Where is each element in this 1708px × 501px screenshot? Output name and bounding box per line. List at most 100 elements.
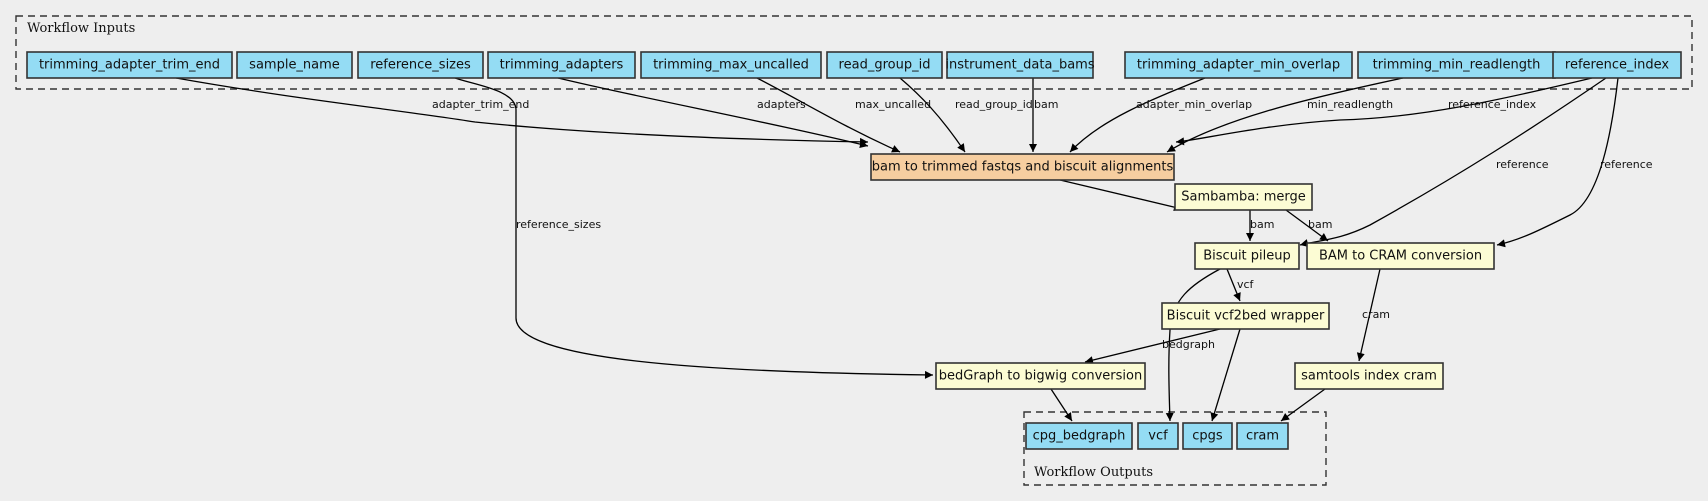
edge-reference-index-to-bam-to-cram: reference	[1496, 77, 1653, 248]
workflow-outputs-cluster: Workflow Outputs	[1023, 411, 1327, 486]
node-box	[487, 51, 636, 79]
edge-label: bam	[1250, 218, 1274, 231]
edge-line	[175, 77, 869, 146]
node-box	[935, 362, 1146, 390]
node-cpg-bedgraph[interactable]: cpg_bedgraph	[1025, 422, 1133, 450]
edge-label: bam	[1034, 98, 1058, 111]
edge-line	[1165, 268, 1221, 422]
node-box	[1357, 51, 1556, 79]
edge-pileup-to-vcf2bed: vcf	[1226, 268, 1255, 302]
node-box	[26, 51, 233, 79]
edge-merge-to-pileup: bam	[1246, 210, 1274, 241]
node-label: cram	[1246, 429, 1279, 444]
node-trimming-adapter-trim-end[interactable]: trimming_adapter_trim_end	[26, 51, 233, 79]
node-read-group-id[interactable]: read_group_id	[826, 51, 943, 79]
node-bam-to-cram[interactable]: BAM to CRAM conversion	[1306, 242, 1495, 270]
node-trimming-max-uncalled[interactable]: trimming_max_uncalled	[640, 51, 822, 79]
edge-label: adapter_min_overlap	[1136, 98, 1252, 111]
edge-label: bam	[1308, 218, 1332, 231]
node-index-cram[interactable]: samtools index cram	[1294, 362, 1444, 390]
edge-pileup-to-vcf	[1165, 268, 1221, 422]
node-cram[interactable]: cram	[1236, 422, 1289, 450]
edge-bedgraph-to-bigwig-to-cpg-bedgraph	[1050, 388, 1073, 422]
node-box	[1174, 183, 1313, 211]
edge-line	[1175, 77, 1593, 146]
workflow-outputs-label: Workflow Outputs	[1034, 465, 1153, 480]
edge-label: vcf	[1237, 278, 1255, 291]
edge-line	[1059, 179, 1183, 212]
node-reference-index[interactable]: reference_index	[1552, 51, 1682, 79]
edge-label: reference	[1600, 158, 1653, 171]
edge-line	[1069, 77, 1206, 153]
node-box	[1161, 302, 1330, 330]
edge-trimming-adapters-to-bam-to-trimmed: adapters	[557, 77, 869, 149]
node-reference-sizes[interactable]: reference_sizes	[357, 51, 484, 79]
edge-label: read_group_id	[955, 98, 1033, 111]
node-label: bam to trimmed fastqs and biscuit alignm…	[872, 160, 1174, 175]
node-box	[870, 153, 1175, 181]
node-label: BAM to CRAM conversion	[1319, 249, 1482, 264]
node-vcf[interactable]: vcf	[1137, 422, 1179, 450]
node-label: samtools index cram	[1301, 369, 1437, 384]
edge-line	[899, 77, 966, 153]
edge-read-group-id-to-bam-to-trimmed: read_group_id	[899, 77, 1033, 153]
node-label: reference_sizes	[370, 58, 471, 73]
node-sample-name[interactable]: sample_name	[236, 51, 353, 79]
node-label: vcf	[1148, 429, 1168, 444]
node-box	[946, 51, 1094, 79]
node-box	[1182, 422, 1233, 450]
edge-line	[1356, 268, 1381, 362]
edge-reference-sizes-to-bedgraph-to-bigwig: reference_sizes	[454, 77, 934, 379]
node-trimming-adapter-min-overlap[interactable]: trimming_adapter_min_overlap	[1124, 51, 1353, 79]
node-label: trimming_min_readlength	[1373, 58, 1541, 73]
node-box	[1552, 51, 1682, 79]
node-box	[1294, 362, 1444, 390]
node-pileup[interactable]: Biscuit pileup	[1194, 242, 1300, 270]
node-box	[1306, 242, 1495, 270]
workflow-inputs-cluster: Workflow Inputs	[15, 15, 1693, 90]
node-label: trimming_adapters	[500, 58, 624, 73]
node-trimming-min-readlength[interactable]: trimming_min_readlength	[1357, 51, 1556, 79]
node-label: instrument_data_bams	[945, 58, 1094, 73]
node-instrument-data-bams[interactable]: instrument_data_bams	[945, 51, 1095, 79]
edge-line	[1496, 77, 1619, 248]
node-cpgs[interactable]: cpgs	[1182, 422, 1233, 450]
node-vcf2bed[interactable]: Biscuit vcf2bed wrapper	[1161, 302, 1330, 330]
node-box	[236, 51, 353, 79]
edge-line	[454, 77, 934, 379]
node-bam-to-trimmed[interactable]: bam to trimmed fastqs and biscuit alignm…	[870, 153, 1175, 181]
node-bedgraph-to-bigwig[interactable]: bedGraph to bigwig conversion	[935, 362, 1146, 390]
edge-line	[1226, 268, 1241, 302]
edge-vcf2bed-to-bedgraph-to-bigwig: bedgraph	[1084, 328, 1221, 364]
edge-label: reference	[1496, 158, 1549, 171]
node-label: cpg_bedgraph	[1033, 429, 1126, 444]
edge-line	[557, 77, 869, 149]
workflow-inputs-label: Workflow Inputs	[27, 21, 135, 36]
node-label: cpgs	[1192, 429, 1223, 444]
edge-instrument-data-bams-to-bam-to-trimmed: bam	[1029, 78, 1058, 152]
node-box	[1194, 242, 1300, 270]
edge-label: adapters	[757, 98, 806, 111]
node-label: bedGraph to bigwig conversion	[939, 369, 1142, 384]
node-label: sample_name	[249, 58, 340, 73]
edge-label: cram	[1362, 308, 1390, 321]
edge-trimming-max-uncalled-to-bam-to-trimmed: max_uncalled	[756, 77, 931, 153]
edge-line	[1280, 388, 1326, 422]
edge-label: reference_sizes	[516, 218, 601, 231]
node-label: trimming_adapter_min_overlap	[1137, 58, 1340, 73]
edge-trimming-adapter-trim-end-to-bam-to-trimmed: adapter_trim_end	[175, 77, 869, 146]
node-label: trimming_max_uncalled	[653, 58, 809, 73]
node-trimming-adapters[interactable]: trimming_adapters	[487, 51, 636, 79]
node-box	[357, 51, 484, 79]
node-merge[interactable]: Sambamba: merge	[1174, 183, 1313, 211]
edge-label: adapter_trim_end	[432, 98, 529, 111]
edge-line	[1285, 209, 1329, 242]
node-box	[1124, 51, 1353, 79]
edge-vcf2bed-to-cpgs	[1210, 328, 1241, 422]
edge-bam-to-cram-to-index-cram: cram	[1356, 268, 1390, 362]
node-box	[1025, 422, 1133, 450]
edge-line	[1084, 328, 1221, 364]
node-label: Sambamba: merge	[1181, 190, 1306, 205]
edge-line	[756, 77, 901, 153]
